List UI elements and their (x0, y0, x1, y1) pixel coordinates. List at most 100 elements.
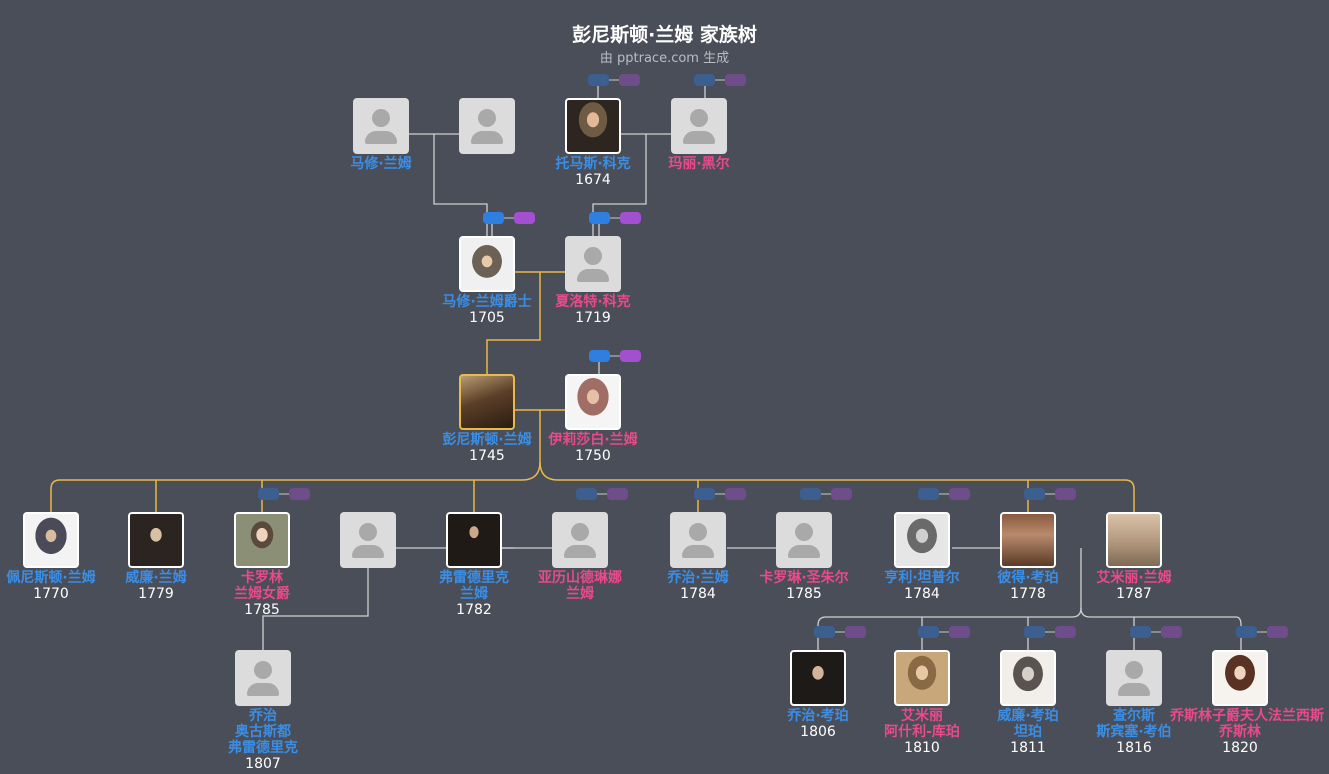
expand-father-button[interactable] (1236, 626, 1257, 638)
avatar-placeholder-icon[interactable] (565, 236, 621, 292)
birth-year: 1807 (245, 756, 281, 772)
expand-mother-button[interactable] (514, 212, 535, 224)
person-name[interactable]: 托马斯·科克 (523, 156, 663, 172)
person-photo[interactable] (23, 512, 79, 568)
avatar-body-shape (471, 131, 503, 144)
expand-father-button[interactable] (1024, 626, 1045, 638)
person-photo[interactable] (894, 650, 950, 706)
avatar-placeholder-icon[interactable] (1106, 650, 1162, 706)
person-name[interactable]: 玛丽·黑尔 (629, 156, 769, 172)
person-photo[interactable] (565, 374, 621, 430)
person-photo[interactable] (446, 512, 502, 568)
person-name[interactable]: 彭尼斯顿·兰姆 (417, 432, 557, 448)
person-name-line: 查尔斯 (1113, 708, 1155, 724)
avatar-placeholder-icon[interactable] (776, 512, 832, 568)
expand-mother-button[interactable] (845, 626, 866, 638)
expand-father-button[interactable] (258, 488, 279, 500)
avatar-head-shape (254, 661, 272, 679)
avatar-head-shape (372, 109, 390, 127)
expand-mother-button[interactable] (619, 74, 640, 86)
person-photo[interactable] (894, 512, 950, 568)
person-name-line: 乔治·兰姆 (667, 570, 729, 586)
person-name[interactable]: 夏洛特·科克 (523, 294, 663, 310)
person-photo[interactable] (459, 236, 515, 292)
person-name[interactable]: 艾米丽·兰姆 (1064, 570, 1204, 586)
expand-father-button[interactable] (918, 626, 939, 638)
person-name[interactable]: 威廉·考珀坦珀 (958, 708, 1098, 740)
person-photo[interactable] (1000, 650, 1056, 706)
avatar-placeholder-icon[interactable] (552, 512, 608, 568)
person-name[interactable]: 弗雷德里克兰姆 (404, 570, 544, 602)
expand-mother-button[interactable] (620, 350, 641, 362)
expand-father-button[interactable] (800, 488, 821, 500)
expand-mother-button[interactable] (949, 626, 970, 638)
person-photo[interactable] (459, 374, 515, 430)
expand-mother-button[interactable] (1161, 626, 1182, 638)
avatar-body-shape (683, 131, 715, 144)
person-photo[interactable] (234, 512, 290, 568)
expand-father-button[interactable] (1024, 488, 1045, 500)
avatar-placeholder-icon[interactable] (671, 98, 727, 154)
expand-father-button[interactable] (1130, 626, 1151, 638)
portrait-image (567, 100, 619, 152)
person-name-line: 彼得·考珀 (997, 570, 1059, 586)
expand-mother-button[interactable] (289, 488, 310, 500)
portrait-image (792, 652, 844, 704)
person-photo[interactable] (790, 650, 846, 706)
person-name[interactable]: 乔治奥古斯都弗雷德里克 (193, 708, 333, 756)
expand-father-button[interactable] (694, 488, 715, 500)
birth-year: 1811 (1010, 740, 1046, 756)
expand-father-button[interactable] (483, 212, 504, 224)
person-name[interactable]: 亨利·坦普尔 (852, 570, 992, 586)
person-photo[interactable] (1212, 650, 1268, 706)
avatar-placeholder-icon[interactable] (670, 512, 726, 568)
person-name[interactable]: 查尔斯斯宾塞·考伯 (1064, 708, 1204, 740)
expand-father-button[interactable] (918, 488, 939, 500)
person-name[interactable]: 亚历山德琳娜兰姆 (510, 570, 650, 602)
person-name[interactable]: 马修·兰姆爵士 (417, 294, 557, 310)
expand-mother-button[interactable] (1267, 626, 1288, 638)
person-name[interactable]: 艾米丽阿什利-库珀 (852, 708, 992, 740)
person-name-line: 乔治 (249, 708, 277, 724)
person-name[interactable]: 伊莉莎白·兰姆 (523, 432, 663, 448)
expand-father-button[interactable] (589, 212, 610, 224)
portrait-image (896, 652, 948, 704)
person-name-line: 兰姆 (460, 586, 488, 602)
person-name[interactable]: 彼得·考珀 (958, 570, 1098, 586)
expand-mother-button[interactable] (725, 488, 746, 500)
avatar-placeholder-icon[interactable] (235, 650, 291, 706)
expand-father-button[interactable] (694, 74, 715, 86)
person-photo[interactable] (128, 512, 184, 568)
person-name[interactable]: 佩尼斯顿·兰姆 (0, 570, 121, 586)
expand-mother-button[interactable] (1055, 626, 1076, 638)
person-name-line: 彭尼斯顿·兰姆 (442, 432, 532, 448)
expand-mother-button[interactable] (949, 488, 970, 500)
expand-mother-button[interactable] (831, 488, 852, 500)
expand-mother-button[interactable] (620, 212, 641, 224)
birth-year: 1784 (680, 586, 716, 602)
person-name[interactable]: 卡罗琳·圣朱尔 (734, 570, 874, 586)
person-photo[interactable] (1106, 512, 1162, 568)
birth-year: 1806 (800, 724, 836, 740)
person-name[interactable]: 乔斯林子爵夫人法兰西斯乔斯林 (1170, 708, 1324, 740)
birth-year: 1820 (1222, 740, 1258, 756)
expand-father-button[interactable] (588, 74, 609, 86)
person-name[interactable]: 乔治·考珀 (748, 708, 888, 724)
expand-father-button[interactable] (589, 350, 610, 362)
avatar-placeholder-icon[interactable] (353, 98, 409, 154)
avatar-placeholder-icon[interactable] (459, 98, 515, 154)
person-name[interactable]: 威廉·兰姆 (86, 570, 226, 586)
expand-mother-button[interactable] (725, 74, 746, 86)
expand-mother-button[interactable] (607, 488, 628, 500)
person-photo[interactable] (1000, 512, 1056, 568)
expand-father-button[interactable] (814, 626, 835, 638)
expand-mother-button[interactable] (1055, 488, 1076, 500)
expand-father-button[interactable] (576, 488, 597, 500)
person-name[interactable]: 乔治·兰姆 (628, 570, 768, 586)
person-name[interactable]: 马修·兰姆 (311, 156, 451, 172)
avatar-head-shape (690, 109, 708, 127)
person-name[interactable]: 卡罗林兰姆女爵 (192, 570, 332, 602)
person-photo[interactable] (565, 98, 621, 154)
avatar-placeholder-icon[interactable] (340, 512, 396, 568)
person-name-line: 玛丽·黑尔 (668, 156, 730, 172)
